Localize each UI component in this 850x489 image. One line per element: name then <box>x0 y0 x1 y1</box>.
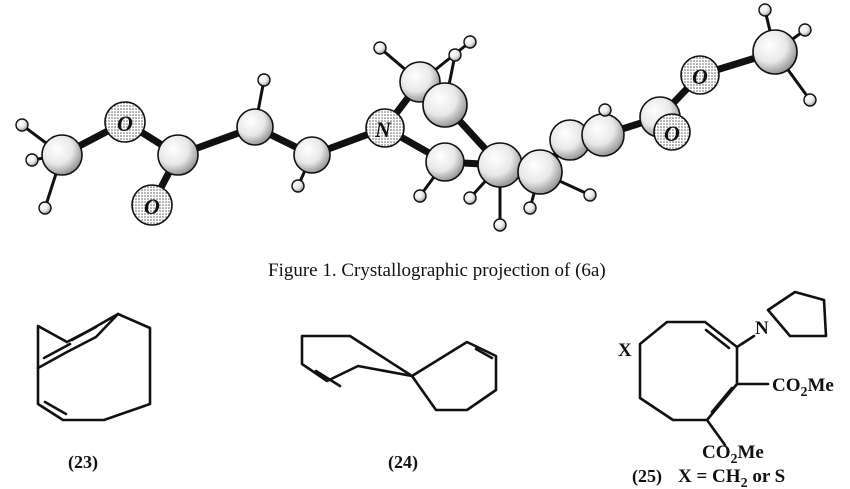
atom-c-ring-2 <box>422 82 468 128</box>
heavy-atoms <box>41 29 798 226</box>
atom-c-ring-5 <box>517 149 563 195</box>
compound-23-structure <box>36 312 152 422</box>
compound-25-ester-2: CO2Me <box>702 442 764 467</box>
atom-n <box>365 108 405 148</box>
atom-c-ring-4 <box>477 142 523 188</box>
atom-c-vinyl-1 <box>236 108 274 146</box>
atom-c-methyl-left <box>41 134 83 176</box>
compound-25-n-atom: N <box>755 318 769 339</box>
compound-24-label: (24) <box>388 452 418 473</box>
compound-23-label: (23) <box>68 452 98 473</box>
compound-25-ester-1: CO2Me <box>772 375 834 400</box>
label-o-ether-left: O <box>117 111 133 136</box>
label-n: N <box>374 117 392 142</box>
hydrogen-atoms <box>15 3 817 232</box>
atom-labels: O O N O O <box>117 64 708 219</box>
compound-25-x-atom: X <box>618 340 632 361</box>
atom-o-ether-left <box>104 101 146 143</box>
atom-o-carbonyl-left <box>131 184 173 226</box>
label-o-carbonyl-right: O <box>664 121 680 146</box>
compound-25-x-definition: X = CH2 or S <box>678 466 785 489</box>
compound-24-structure <box>300 334 498 412</box>
compound-25-label: (25) <box>632 466 662 487</box>
atom-c-carbonyl-left <box>157 134 199 176</box>
atom-c-methyl-right <box>752 29 798 75</box>
figure-caption: Figure 1. Crystallographic projection of… <box>268 260 606 281</box>
label-o-carbonyl-left: O <box>144 194 160 219</box>
atom-c-ring-3 <box>425 142 465 182</box>
compound-23-structure-2 <box>36 312 120 370</box>
crystal-structure-6a: O O N O O <box>15 3 817 232</box>
atom-o-ether-right <box>680 55 720 95</box>
label-o-ether-right: O <box>692 64 708 89</box>
atom-o-carbonyl-right <box>653 113 691 151</box>
compound-25-structure <box>638 290 828 447</box>
atom-c-ring-7 <box>581 113 625 157</box>
atom-c-vinyl-2 <box>293 136 331 174</box>
